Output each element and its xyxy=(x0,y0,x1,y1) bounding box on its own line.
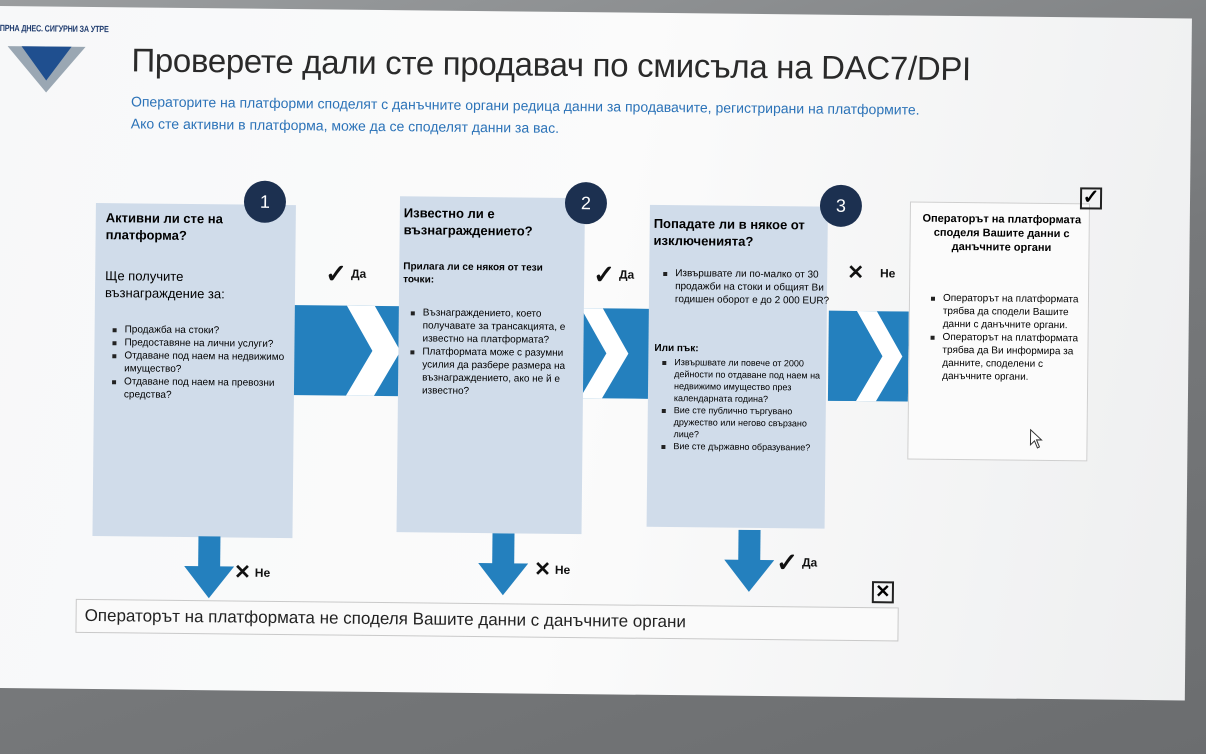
decision-no-3: ✕ Не xyxy=(847,261,896,285)
step-2-title: Известно ли е възнаграждението? xyxy=(403,205,533,239)
list-item: Платформата може с разумни усилия да раз… xyxy=(422,345,578,399)
cross-icon: ✕ xyxy=(534,558,552,581)
list-item: Вие сте държавно образувание? xyxy=(673,440,833,454)
step-2-badge: 2 xyxy=(564,181,608,225)
nra-logo xyxy=(7,46,86,93)
decision-yes-3: ✓ Да xyxy=(776,547,818,578)
list-item: Операторът на платформата трябва да Ви и… xyxy=(942,331,1091,385)
check-icon: ✓ xyxy=(325,258,348,289)
presentation-slide: ПРНА ДНЕС. СИГУРНИ ЗА УТРЕ Проверете дал… xyxy=(0,6,1192,701)
down-arrow-1 xyxy=(184,536,235,599)
step-1-title: Активни ли сте на платформа? xyxy=(105,210,223,243)
down-arrow-2 xyxy=(478,533,529,596)
check-icon: ✓ xyxy=(593,259,616,290)
step-3-title: Попадате ли в някое от изключенията? xyxy=(653,215,805,249)
flow-arrow-band xyxy=(285,305,909,402)
mouse-cursor-icon xyxy=(1029,428,1043,449)
down-arrow-3 xyxy=(724,529,775,592)
decision-no-1: ✕ Не xyxy=(233,561,271,584)
step-3-badge: 3 xyxy=(819,184,863,228)
list-item: Извършвате ли по-малко от 30 продажби на… xyxy=(675,267,835,308)
list-item: Отдаване под наем на превозни средства? xyxy=(124,375,294,403)
step-3-or-label: Или пък: xyxy=(654,342,699,355)
list-item: Вие сте публично търгувано дружество или… xyxy=(673,404,833,442)
list-item: Извършвате ли повече от 2000 дейности по… xyxy=(674,356,834,406)
checkbox-crossed-icon: ✕ xyxy=(871,581,895,604)
check-icon: ✓ xyxy=(776,547,799,578)
list-item: Операторът на платформата трябва да спод… xyxy=(943,292,1091,333)
checkbox-checked-icon: ✓ xyxy=(1079,186,1103,210)
decision-yes-2: ✓ Да xyxy=(593,259,635,290)
step-1-intro: Ще получите възнаграждение за: xyxy=(104,268,225,302)
decision-no-2: ✕ Не xyxy=(534,558,571,581)
cross-icon: ✕ xyxy=(847,261,865,285)
step-1-badge: 1 xyxy=(243,180,287,224)
step-1-list: Продажба на стоки? Предоставяне на лични… xyxy=(108,323,295,403)
step-3-list-a: Извършвате ли по-малко от 30 продажби на… xyxy=(659,267,835,308)
step-2-intro: Прилага ли се някоя от тези точки: xyxy=(403,261,543,286)
decision-yes-1: ✓ Да xyxy=(325,258,367,289)
list-item: Отдаване под наем на недвижимо имущество… xyxy=(124,349,294,377)
outcome-title: Операторът на платформата споделя Вашите… xyxy=(922,212,1082,255)
step-3-list-b: Извършвате ли повече от 2000 дейности по… xyxy=(657,356,834,454)
step-2-list: Възнаграждението, което получавате за тр… xyxy=(406,306,578,399)
outcome-list: Операторът на платформата трябва да спод… xyxy=(926,292,1091,385)
list-item: Възнаграждението, което получавате за тр… xyxy=(422,306,577,347)
cross-icon: ✕ xyxy=(233,561,251,584)
